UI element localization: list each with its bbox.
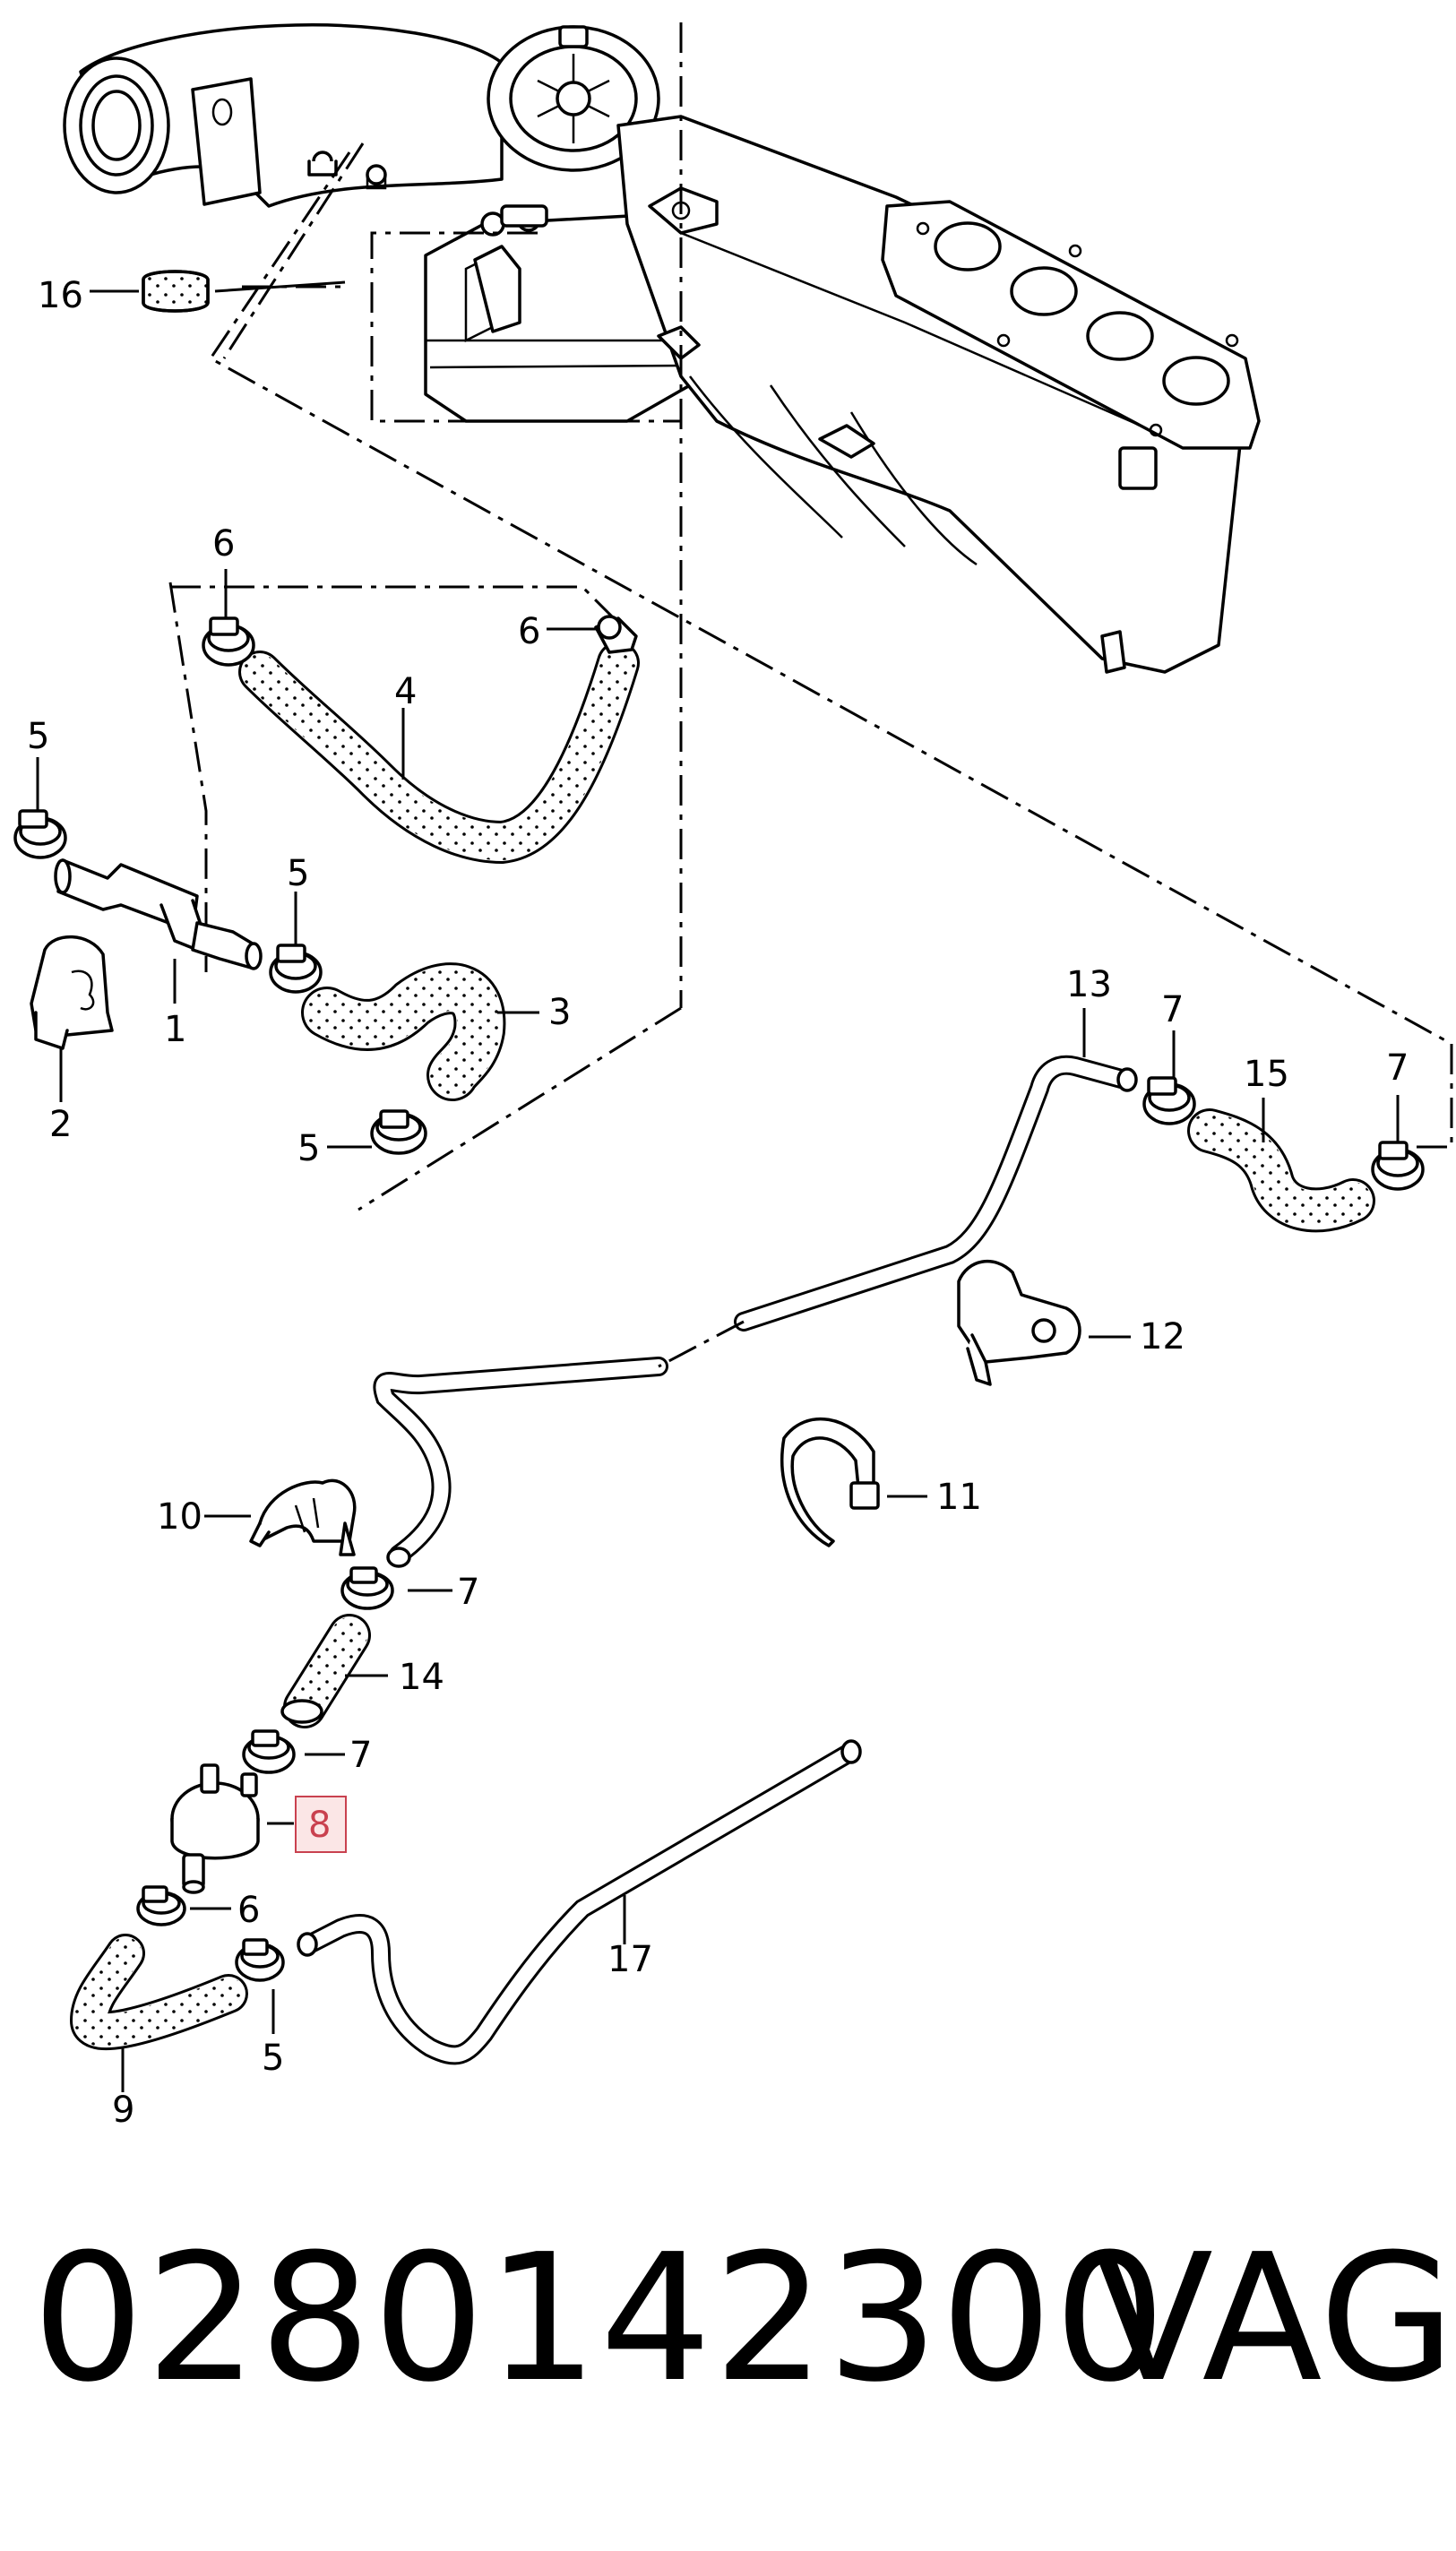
callout-7-right-b: 7 [1386, 1047, 1409, 1089]
callout-6-screw: 6 [518, 611, 540, 652]
part-6-clamp-lower [136, 1885, 231, 1926]
callout-15: 15 [1244, 1054, 1289, 1095]
callout-10: 10 [157, 1496, 202, 1538]
part-13-pipe [373, 1008, 1138, 1568]
callout-13: 13 [1066, 964, 1112, 1005]
part-4-hose [238, 642, 640, 865]
part-17-pipe [297, 1739, 862, 2065]
callout-12: 12 [1140, 1316, 1185, 1357]
callout-2: 2 [49, 1104, 72, 1145]
callout-labels: 16 6 6 4 5 5 3 1 2 5 13 7 15 7 12 11 10 … [27, 275, 1409, 2131]
part-5-clamp-mid [269, 892, 323, 994]
callout-7-lower-b: 7 [349, 1735, 372, 1776]
part-2-bracket [30, 935, 114, 1102]
callout-5-lower: 5 [262, 2038, 284, 2079]
callout-6-upper: 6 [212, 523, 235, 564]
callout-16: 16 [38, 275, 83, 316]
callout-11: 11 [936, 1477, 982, 1518]
callout-5-low: 5 [297, 1128, 320, 1169]
part-5-clamp-lower [235, 1938, 285, 2034]
part-number-label: 0280142300 [32, 2217, 1168, 2421]
callout-4: 4 [394, 671, 417, 712]
exploded-parts-diagram: 16 6 6 4 5 5 3 1 2 5 13 7 15 7 12 11 10 … [13, 22, 1453, 2131]
callout-5-mid: 5 [287, 853, 309, 894]
part-8-valve [170, 1763, 347, 1894]
assembly-reference-lines [168, 22, 1453, 1211]
callout-9: 9 [112, 2090, 134, 2131]
part-16-grommet [90, 270, 346, 313]
brand-label: VAG [1093, 2217, 1456, 2421]
part-7-clamp-right-b [1371, 1095, 1425, 1191]
callout-5-left: 5 [27, 716, 49, 757]
callout-7-lower-a: 7 [457, 1572, 479, 1613]
callout-8-highlighted: 8 [308, 1805, 331, 1846]
part-3-hose [301, 962, 539, 1101]
callout-14: 14 [399, 1657, 444, 1698]
callout-6-lower: 6 [237, 1890, 260, 1931]
part-6-clamp-upper-left [202, 569, 255, 667]
part-10-cap [204, 1478, 357, 1556]
part-15-hose [1187, 1098, 1375, 1233]
part-9-hose [69, 1934, 248, 2092]
callout-3: 3 [548, 992, 571, 1033]
callout-1: 1 [164, 1009, 186, 1050]
callout-17: 17 [607, 1939, 653, 1980]
part-5-clamp-low [327, 1109, 427, 1155]
part-6-screw-upper-right [547, 615, 638, 654]
part-1-tee-connector [54, 858, 263, 1004]
part-12-bracket [957, 1259, 1131, 1386]
part-14-hose [280, 1614, 388, 1728]
part-5-clamp-left [13, 757, 67, 859]
part-7-clamp-lower-a [340, 1566, 452, 1610]
intake-manifold-illustration [63, 23, 1261, 674]
part-7-clamp-lower-b [242, 1729, 345, 1774]
part-11-cable-tie [780, 1417, 927, 1547]
callout-7-right-a: 7 [1161, 989, 1184, 1030]
part-7-clamp-right-a [1142, 1030, 1196, 1125]
